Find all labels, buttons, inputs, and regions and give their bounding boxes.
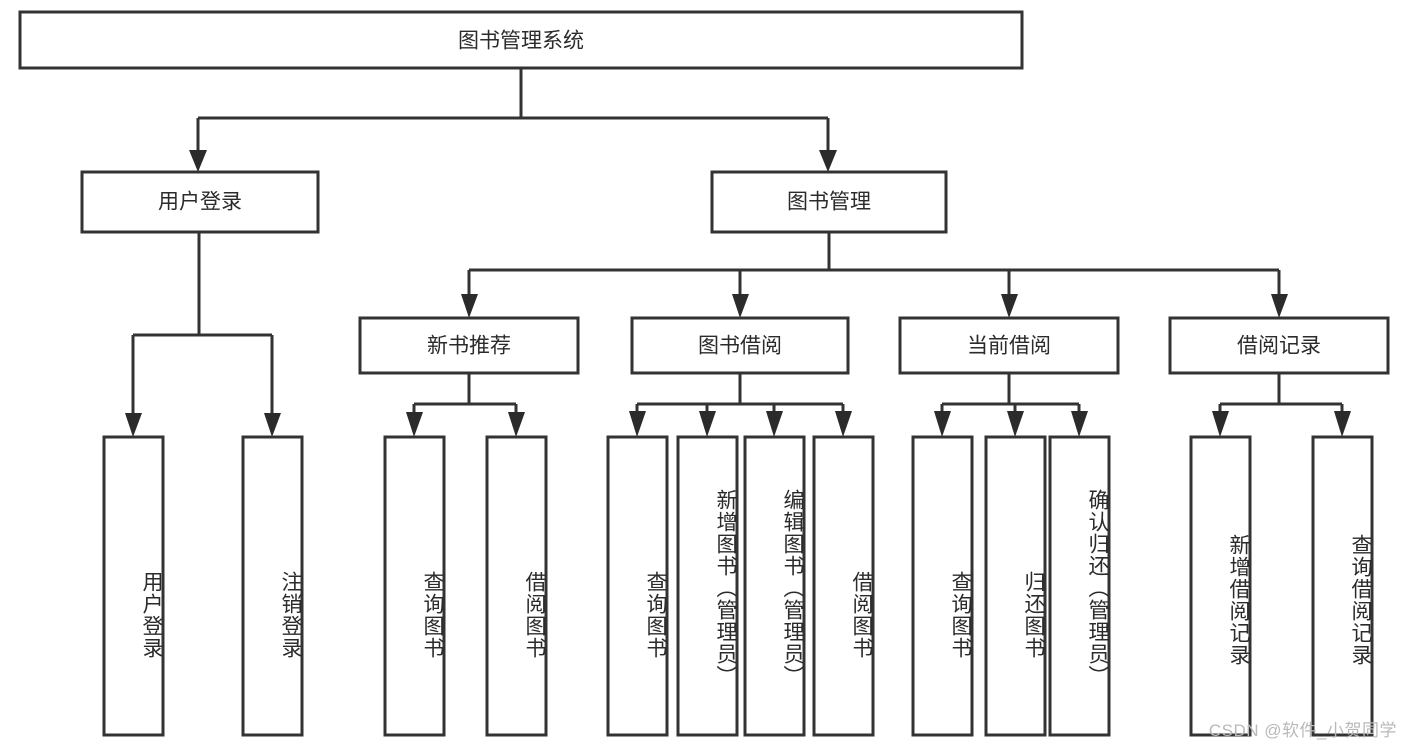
node-new-book-recommend-box[interactable]: [358, 316, 580, 375]
leaf-node-add-book-box[interactable]: [676, 435, 739, 737]
leaf-node-logout-label: 注销登录: [279, 571, 302, 659]
node-new-book-recommend-label: 新书推荐: [427, 335, 511, 358]
arrow-head-leaf-query-book-1: [406, 412, 423, 437]
leaf-node-logout[interactable]: 注销登录: [241, 435, 304, 737]
leaf-node-query-book-borrow-label: 查询图书: [644, 571, 667, 659]
arrow-head-current-borrow: [1001, 294, 1018, 318]
node-borrow-record[interactable]: 借阅记录: [1168, 316, 1390, 375]
node-root[interactable]: 图书管理系统: [18, 10, 1024, 70]
arrow-head-leaf-query-record: [1334, 411, 1351, 437]
node-current-borrow[interactable]: 当前借阅: [898, 316, 1120, 375]
leaf-node-query-book-borrow-box[interactable]: [606, 435, 669, 737]
node-borrow-record-box[interactable]: [1168, 316, 1390, 375]
arrow-head-book-borrow: [732, 294, 749, 318]
leaf-node-add-book[interactable]: 新增图书（管理员）: [676, 435, 739, 737]
arrow-head-leaf-confirm-return: [1071, 411, 1088, 437]
leaf-node-add-borrow-record[interactable]: 新增借阅记录: [1189, 435, 1252, 737]
node-book-borrow[interactable]: 图书借阅: [630, 316, 850, 375]
leaf-node-edit-book-box[interactable]: [743, 435, 806, 737]
arrow-head-leaf-borrow-book-1: [508, 412, 525, 437]
leaf-node-add-book-label: 新增图书（管理员）: [714, 489, 737, 687]
node-current-borrow-label: 当前借阅: [967, 335, 1051, 358]
leaf-node-user-login-box[interactable]: [102, 435, 165, 737]
leaf-node-query-book-rec-label: 查询图书: [421, 571, 444, 659]
leaf-node-query-borrow-record[interactable]: 查询借阅记录: [1311, 435, 1374, 737]
leaf-node-query-book-rec-box[interactable]: [383, 435, 446, 737]
node-book-management-label: 图书管理: [787, 191, 871, 214]
arrow-head-user-login: [189, 150, 207, 172]
arrow-head-leaf-user-login: [125, 413, 142, 437]
leaf-node-confirm-return-box[interactable]: [1048, 435, 1111, 737]
leaf-node-return-book-box[interactable]: [984, 435, 1047, 737]
node-book-management-box[interactable]: [710, 170, 948, 234]
node-user-login[interactable]: 用户登录: [80, 170, 320, 234]
leaf-node-edit-book[interactable]: 编辑图书（管理员）: [743, 435, 806, 737]
leaf-node-confirm-return[interactable]: 确认归还（管理员）: [1048, 435, 1111, 737]
leaf-node-user-login[interactable]: 用户登录: [102, 435, 165, 737]
leaf-node-add-borrow-record-box[interactable]: [1189, 435, 1252, 737]
leaf-node-query-book-borrow[interactable]: 查询图书: [606, 435, 669, 737]
leaf-node-user-login-label: 用户登录: [140, 571, 163, 659]
node-current-borrow-box[interactable]: [898, 316, 1120, 375]
leaf-node-query-borrow-record-box[interactable]: [1311, 435, 1374, 737]
leaf-node-borrow-book-box[interactable]: [812, 435, 875, 737]
node-book-borrow-label: 图书借阅: [698, 335, 782, 358]
arrow-head-leaf-borrow-book-2: [835, 411, 852, 437]
leaf-node-query-borrow-record-label: 查询借阅记录: [1349, 534, 1372, 666]
leaf-node-borrow-book-rec[interactable]: 借阅图书: [485, 435, 548, 737]
leaf-node-add-borrow-record-label: 新增借阅记录: [1227, 534, 1250, 666]
leaf-node-logout-box[interactable]: [241, 435, 304, 737]
arrow-head-leaf-return-book: [1007, 411, 1024, 437]
connector-layer: [125, 68, 1351, 437]
leaf-node-edit-book-label: 编辑图书（管理员）: [781, 489, 804, 687]
leaf-node-borrow-book-label: 借阅图书: [850, 571, 873, 659]
node-new-book-recommend[interactable]: 新书推荐: [358, 316, 580, 375]
arrow-head-leaf-edit-book: [766, 411, 783, 437]
node-user-login-label: 用户登录: [158, 191, 242, 214]
arrow-head-book-mgmt: [819, 150, 837, 172]
leaf-node-query-book-current-box[interactable]: [911, 435, 974, 737]
node-book-borrow-box[interactable]: [630, 316, 850, 375]
arrow-head-leaf-add-record: [1212, 411, 1229, 437]
node-book-management[interactable]: 图书管理: [710, 170, 948, 234]
node-user-login-box[interactable]: [80, 170, 320, 234]
leaf-node-borrow-book[interactable]: 借阅图书: [812, 435, 875, 737]
arrow-head-new-book-rec: [461, 294, 478, 318]
leaf-node-confirm-return-label: 确认归还（管理员）: [1086, 489, 1109, 687]
node-borrow-record-label: 借阅记录: [1237, 335, 1321, 358]
leaf-node-return-book[interactable]: 归还图书: [984, 435, 1047, 737]
arrow-head-borrow-record: [1271, 294, 1288, 318]
arrow-head-leaf-add-book: [699, 411, 716, 437]
node-root-label: 图书管理系统: [458, 30, 584, 53]
leaf-node-query-book-current[interactable]: 查询图书: [911, 435, 974, 737]
arrow-head-leaf-logout: [264, 413, 281, 437]
arrow-head-leaf-query-book-2: [629, 411, 646, 437]
leaf-node-query-book-current-label: 查询图书: [949, 571, 972, 659]
leaf-node-borrow-book-rec-label: 借阅图书: [523, 571, 546, 659]
node-root-box[interactable]: [18, 10, 1024, 70]
leaf-node-borrow-book-rec-box[interactable]: [485, 435, 548, 737]
leaf-node-return-book-label: 归还图书: [1022, 571, 1045, 659]
leaf-node-query-book-rec[interactable]: 查询图书: [383, 435, 446, 737]
arrow-head-leaf-query-book-3: [934, 411, 951, 437]
